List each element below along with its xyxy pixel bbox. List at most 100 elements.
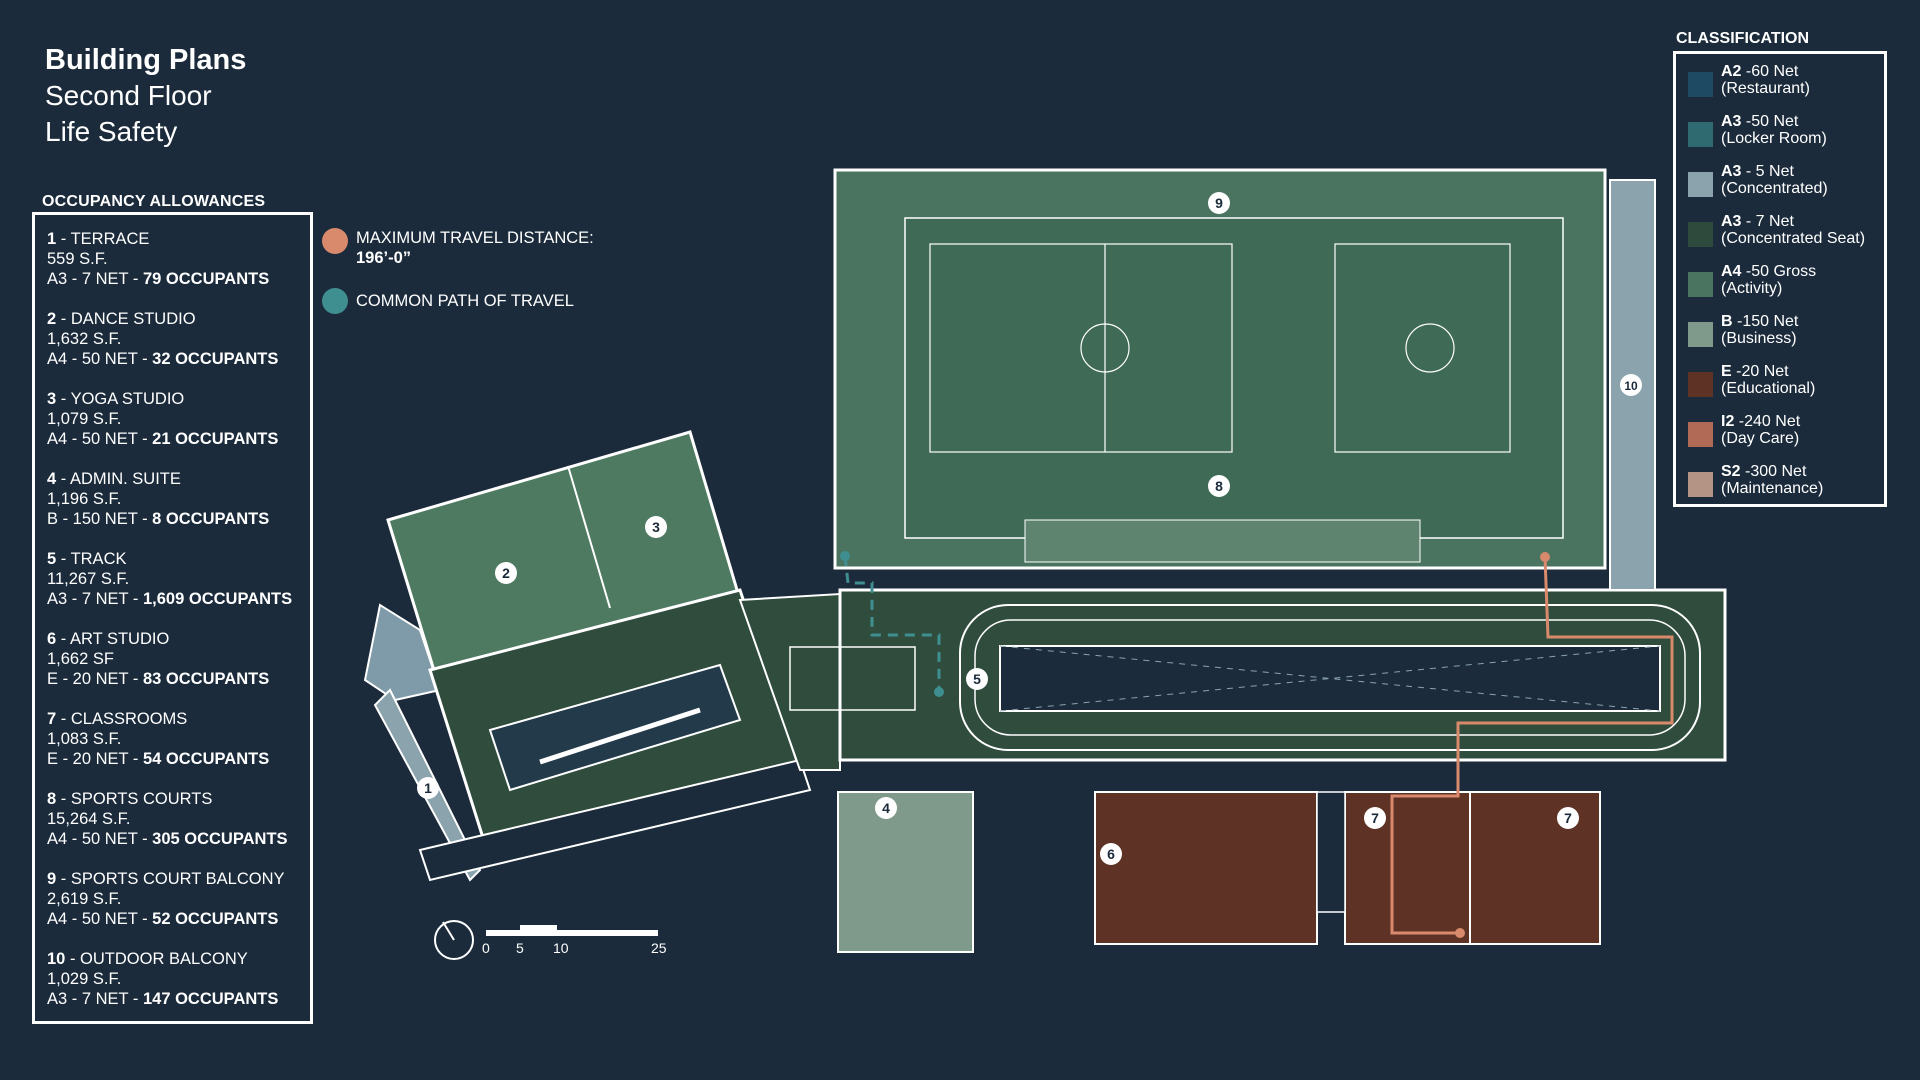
classification-swatch (1688, 372, 1713, 397)
room-marker-circle (1364, 807, 1386, 829)
occupancy-name: OUTDOOR BALCONY (80, 950, 248, 968)
occupancy-area: 2,619 S.F. (47, 890, 122, 908)
occupancy-number: 9 (47, 870, 57, 888)
classification-code: A4 (1721, 263, 1742, 280)
occupancy-number: 5 (47, 550, 57, 568)
classification-rate: -60 Net (1741, 63, 1799, 80)
common-path-start (840, 551, 850, 561)
court-left (929, 243, 1233, 453)
classification-swatch (1688, 172, 1713, 197)
studio-divider-wall (567, 465, 611, 609)
room-marker-circle (1208, 192, 1230, 214)
occupancy-number: 3 (47, 390, 57, 408)
occupancy-number: 8 (47, 790, 57, 808)
room-marker-label: 7 (1564, 810, 1572, 826)
scale-label-5: 5 (516, 940, 524, 956)
stair-block (789, 646, 916, 711)
page-subtitle-floor: Second Floor (45, 80, 212, 111)
classification-rate: - 5 Net (1741, 163, 1794, 180)
track-hall (789, 588, 1727, 762)
occupancy-area: 15,264 S.F. (47, 810, 131, 828)
court-right-key-circle (1405, 323, 1455, 373)
occupancy-area: 559 S.F. (47, 250, 108, 268)
room-marker-label: 7 (1371, 810, 1379, 826)
occupancy-heading: OCCUPANCY ALLOWANCES (42, 193, 266, 210)
room-marker-label: 2 (502, 565, 510, 581)
occupancy-count: 8 OCCUPANTS (152, 510, 270, 528)
classification-code: S2 (1721, 463, 1741, 480)
track-lane-outer (959, 604, 1701, 751)
occupancy-area: 1,632 S.F. (47, 330, 122, 348)
studio-exterior-deck (418, 758, 812, 882)
classification-swatch (1688, 322, 1713, 347)
occupancy-count: 147 OCCUPANTS (142, 990, 279, 1008)
scale-bar-fill (486, 930, 658, 936)
classification-description: (Business) (1721, 330, 1797, 347)
north-arrow-needle (442, 921, 455, 941)
occupancy-name: SPORTS COURTS (70, 790, 213, 808)
classification-item: B -150 Net(Business) (1688, 313, 1884, 363)
room-marker-circle (1208, 475, 1230, 497)
occupancy-number: 2 (47, 310, 57, 328)
title-block: Building Plans Second Floor Life Safety (45, 42, 246, 150)
classification-rate: -300 Net (1740, 463, 1807, 480)
classification-rate: -50 Gross (1741, 263, 1817, 280)
room-marker-6: 6 (1100, 843, 1122, 865)
room-marker-label: 4 (882, 800, 890, 816)
max-travel-end (1455, 928, 1465, 938)
court-right (1334, 243, 1511, 453)
common-path-swatch (322, 288, 348, 314)
classification-heading: CLASSIFICATION (1676, 30, 1810, 47)
classification-code: A3 (1721, 113, 1742, 130)
classification-list: A2 -60 Net(Restaurant)A3 -50 Net(Locker … (1673, 51, 1887, 507)
room-marker-circle (495, 562, 517, 584)
classification-code: A3 (1721, 163, 1742, 180)
occupancy-name: DANCE STUDIO (70, 310, 196, 328)
occupancy-area: 1,196 S.F. (47, 490, 122, 508)
occupancy-area: 1,083 S.F. (47, 730, 122, 748)
occupancy-number: 6 (47, 630, 57, 648)
max-travel-start (1540, 552, 1550, 562)
occupancy-name: CLASSROOMS (70, 710, 188, 728)
classification-code: B (1721, 313, 1733, 330)
common-path-legend: COMMON PATH OF TRAVEL (322, 288, 574, 314)
occupancy-number: 4 (47, 470, 57, 488)
classification-description: (Activity) (1721, 280, 1783, 297)
occupancy-count: 1,609 OCCUPANTS (142, 590, 293, 608)
room-marker-7: 7 (1364, 807, 1386, 829)
classification-description: (Concentrated) (1721, 180, 1828, 197)
scale-label-25: 25 (651, 940, 667, 956)
room-marker-circle (966, 668, 988, 690)
classification-item: A3 -50 Net(Locker Room) (1688, 113, 1884, 163)
occupancy-name: ADMIN. SUITE (69, 470, 181, 488)
common-path-label: COMMON PATH OF TRAVEL (356, 292, 574, 310)
occupancy-number: 7 (47, 710, 57, 728)
room-marker-2: 2 (495, 562, 517, 584)
classification-swatch (1688, 122, 1713, 147)
occupancy-name: ART STUDIO (69, 630, 170, 648)
occupancy-class: A4 - 50 NET (47, 430, 138, 448)
occupancy-number: 1 (47, 230, 57, 248)
occupancy-area: 1,079 S.F. (47, 410, 122, 428)
classification-swatch (1688, 222, 1713, 247)
room-marker-label: 6 (1107, 846, 1115, 862)
occupancy-class: E - 20 NET (47, 670, 129, 688)
classification-rate: -20 Net (1731, 363, 1789, 380)
occupancy-count: 79 OCCUPANTS (142, 270, 270, 288)
occupancy-count: 83 OCCUPANTS (142, 670, 270, 688)
classification-code: A3 (1721, 213, 1742, 230)
room-marker-7: 7 (1557, 807, 1579, 829)
classification-code: I2 (1721, 413, 1735, 430)
classification-description: (Concentrated Seat) (1721, 230, 1866, 247)
room-marker-label: 3 (652, 519, 660, 535)
occupancy-class: E - 20 NET (47, 750, 129, 768)
classification-item: A3 - 7 Net(Concentrated Seat) (1688, 213, 1884, 263)
occupancy-area: 1,662 SF (47, 650, 114, 668)
